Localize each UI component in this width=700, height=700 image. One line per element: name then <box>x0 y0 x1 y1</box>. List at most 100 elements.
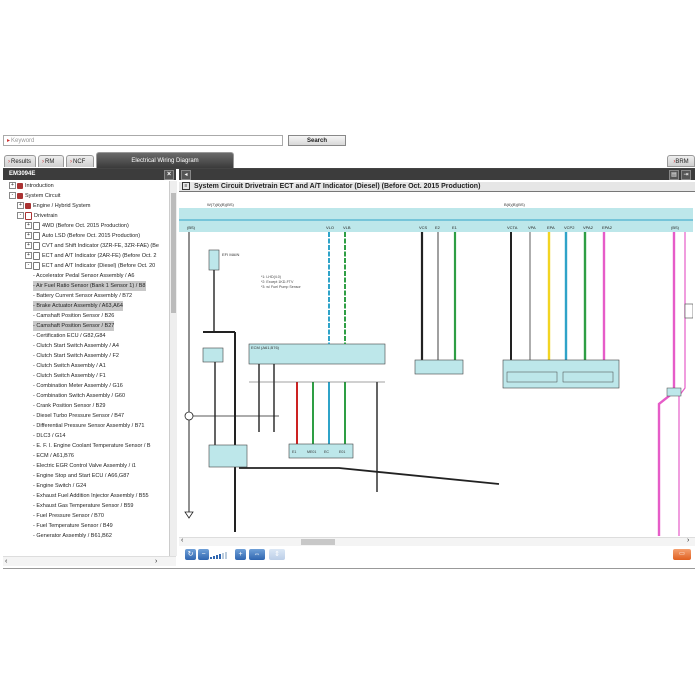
ecm-connector <box>248 343 386 365</box>
exit-icon[interactable]: ⇥ <box>681 170 691 180</box>
tree-item[interactable]: - Clutch Switch Assembly / F1 <box>33 373 106 379</box>
tab-results[interactable]: ›Results <box>4 155 36 167</box>
zoom-level-indicator[interactable] <box>210 552 228 559</box>
scroll-thumb[interactable] <box>301 539 335 545</box>
collapse-icon[interactable]: - <box>17 212 24 220</box>
document-icon <box>33 261 40 270</box>
svg-text:VPA2: VPA2 <box>583 225 594 230</box>
tab-electrical-wiring-diagram[interactable]: Electrical Wiring Diagram <box>96 152 234 168</box>
expand-icon[interactable]: + <box>25 242 32 250</box>
tree-item[interactable]: - Clutch Start Switch Assembly / A4 <box>33 343 119 349</box>
navigation-tree: +Introduction -System Circuit +Engine / … <box>3 181 169 556</box>
junction-connector <box>666 387 682 397</box>
close-icon[interactable]: × <box>164 170 174 180</box>
scroll-right-icon[interactable]: › <box>687 537 690 544</box>
collapse-icon[interactable]: - <box>25 262 32 270</box>
book-icon <box>17 192 23 199</box>
folder-icon <box>25 211 32 220</box>
wiring-diagram[interactable]: W(7)(6)(B)(BS) B(6)(B)(BS) (BS) VLO VLB … <box>179 192 693 536</box>
tab-arrow-icon: › <box>42 159 44 165</box>
tree-item[interactable]: - Air Fuel Ratio Sensor (Bank 1 Sensor 1… <box>33 281 146 291</box>
copy-icon[interactable]: ▭ <box>673 549 691 560</box>
tree-item[interactable]: - Crank Position Sensor / B29 <box>33 403 106 409</box>
zoom-out-icon[interactable]: − <box>198 549 209 560</box>
tree-item[interactable]: - Combination Meter Assembly / G16 <box>33 383 123 389</box>
svg-text:(BS): (BS) <box>671 225 680 230</box>
tree-item[interactable]: - Exhaust Gas Temperature Sensor / B59 <box>33 503 134 509</box>
fuse <box>208 249 220 271</box>
scroll-right-icon[interactable]: › <box>155 558 158 565</box>
svg-text:VCS: VCS <box>419 225 428 230</box>
tree-item[interactable]: +4WD (Before Oct. 2015 Production) <box>25 221 129 231</box>
tree-item[interactable]: - Engine Switch / G24 <box>33 483 87 489</box>
app-window: ▸Keyword Search ›Results ›RM ›NCF Electr… <box>3 132 695 569</box>
tree-item[interactable]: - Clutch Start Switch Assembly / F2 <box>33 353 119 359</box>
tree-item[interactable]: - Engine Stop and Start ECU / A66,G87 <box>33 473 130 479</box>
fit-width-icon[interactable]: ⇔ <box>249 549 265 560</box>
tree-item[interactable]: - Battery Current Sensor Assembly / B72 <box>33 293 133 299</box>
svg-text:VLB: VLB <box>343 225 351 230</box>
tree-horizontal-scrollbar[interactable]: ‹ › <box>3 556 176 566</box>
expand-icon[interactable]: + <box>17 202 24 210</box>
scroll-thumb[interactable] <box>171 193 176 313</box>
search-input[interactable]: ▸Keyword <box>3 135 283 146</box>
tab-brm[interactable]: ›BRM <box>667 155 695 167</box>
expand-icon[interactable]: + <box>25 232 32 240</box>
tree-item[interactable]: - Fuel Temperature Sensor / B49 <box>33 523 113 529</box>
svg-text:EPA: EPA <box>547 225 555 230</box>
search-button[interactable]: Search <box>288 135 346 146</box>
scroll-left-icon[interactable]: ‹ <box>5 558 8 565</box>
tree-item[interactable]: +Introduction <box>9 181 54 191</box>
tree-item[interactable]: - Camshaft Position Sensor / B27 <box>33 321 115 331</box>
tree-item[interactable]: +Engine / Hybrid System <box>17 201 90 211</box>
tree-item[interactable]: - Certification ECU / G82,G84 <box>33 333 106 339</box>
tree-item[interactable]: - Differential Pressure Sensor Assembly … <box>33 423 145 429</box>
wire-pink <box>678 232 686 536</box>
svg-text:*2: Except 1KD-FTV: *2: Except 1KD-FTV <box>261 280 294 284</box>
tree-item[interactable]: - Generator Assembly / B61,B62 <box>33 533 112 539</box>
tree-item[interactable]: - Electric EGR Control Valve Assembly / … <box>33 463 136 469</box>
tree-item[interactable]: -System Circuit <box>9 191 60 201</box>
svg-text:E1: E1 <box>452 225 458 230</box>
tree-item[interactable]: +CVT and Shift Indicator (3ZR-FE, 3ZR-FA… <box>25 241 159 251</box>
tree-item[interactable]: - Brake Actuator Assembly / A63,A64 <box>33 301 123 311</box>
expand-icon[interactable]: + <box>25 222 32 230</box>
zoom-toolbar: ↻ − + ⇔ ⇕ ▭ <box>179 546 695 564</box>
tree-item[interactable]: - DLC3 / G14 <box>33 433 66 439</box>
tree-item[interactable]: - ECM / A61,B76 <box>33 453 74 459</box>
tree-item[interactable]: - Fuel Pressure Sensor / B70 <box>33 513 104 519</box>
tab-ncf[interactable]: ›NCF <box>66 155 94 167</box>
zoom-in-icon[interactable]: + <box>235 549 246 560</box>
tree-item[interactable]: -ECT and A/T Indicator (Diesel) (Before … <box>25 261 155 271</box>
sensor-connector <box>288 443 354 459</box>
print-icon[interactable]: ▤ <box>669 170 679 180</box>
tree-item[interactable]: - Diesel Turbo Pressure Sensor / B47 <box>33 413 125 419</box>
sensor-element <box>562 371 614 383</box>
diagram-title: System Circuit Drivetrain ECT and A/T In… <box>194 183 481 190</box>
rotate-icon[interactable]: ↻ <box>185 549 196 560</box>
tree-item[interactable]: - Exhaust Fuel Addition Injector Assembl… <box>33 493 149 499</box>
tree-item[interactable]: - Combination Switch Assembly / G60 <box>33 393 126 399</box>
tree-item[interactable]: - Accelerator Pedal Sensor Assembly / A6 <box>33 273 135 279</box>
tree-item[interactable]: - E. F. I. Engine Coolant Temperature Se… <box>33 443 151 449</box>
diagram-horizontal-scrollbar[interactable]: ‹ › <box>179 537 695 546</box>
tree-item[interactable]: +ECT and A/T Indicator (2AR-FE) (Before … <box>25 251 156 261</box>
tab-bar: ›Results ›RM ›NCF Electrical Wiring Diag… <box>3 152 695 169</box>
tab-rm[interactable]: ›RM <box>38 155 64 167</box>
connector-label: ECM (A61,B76) <box>251 345 280 350</box>
tree-item[interactable]: - Camshaft Position Sensor / B26 <box>33 313 115 319</box>
fit-page-icon[interactable]: ⇕ <box>269 549 285 560</box>
accelerator-sensor-block <box>502 359 620 389</box>
tree-item[interactable]: +Auto LSD (Before Oct. 2015 Production) <box>25 231 140 241</box>
document-id: EM3094E <box>9 171 36 177</box>
wiring-diagram-canvas: W(7)(6)(B)(BS) B(6)(B)(BS) (BS) VLO VLB … <box>179 202 693 536</box>
expand-icon[interactable]: + <box>9 182 16 190</box>
document-icon <box>33 231 40 240</box>
tree-item[interactable]: -Drivetrain <box>17 211 58 221</box>
tree-item[interactable]: - Clutch Switch Assembly / A1 <box>33 363 106 369</box>
scroll-left-icon[interactable]: ‹ <box>181 537 184 544</box>
chevron-left-icon[interactable]: ◂ <box>181 170 191 180</box>
tree-vertical-scrollbar[interactable] <box>169 181 177 556</box>
expand-icon[interactable]: + <box>25 252 32 260</box>
collapse-icon[interactable]: - <box>9 192 16 200</box>
